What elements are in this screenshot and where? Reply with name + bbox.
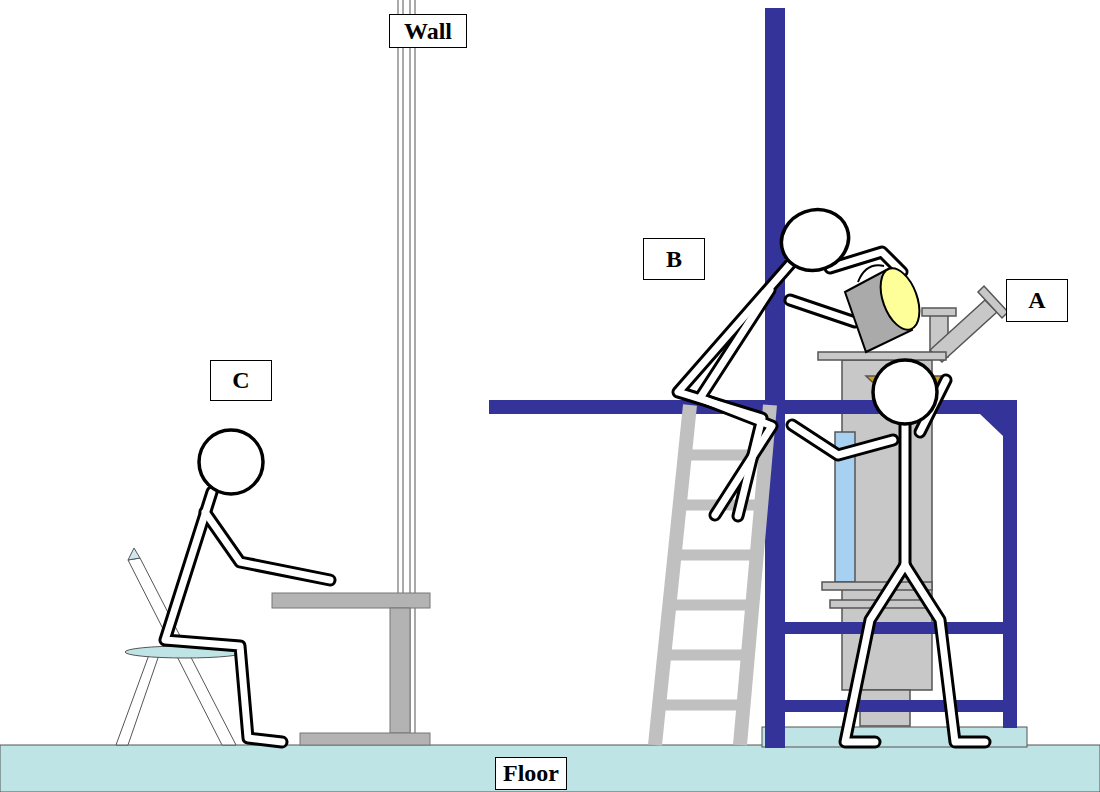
label-box: Floor	[495, 757, 567, 790]
people	[165, 252, 985, 742]
label-box: A	[1006, 279, 1068, 322]
label-box: Wall	[389, 14, 467, 48]
bucket	[845, 263, 927, 352]
label-text: Wall	[404, 18, 452, 44]
label-box: C	[210, 360, 272, 401]
heads	[199, 200, 937, 494]
table	[272, 593, 430, 745]
label-box: B	[643, 238, 705, 280]
label-text: B	[666, 246, 682, 272]
label-text: C	[232, 367, 249, 393]
label-text: Floor	[503, 760, 559, 786]
apparatus	[818, 286, 1008, 726]
label-text: A	[1028, 287, 1045, 313]
floor-band	[0, 745, 1100, 792]
